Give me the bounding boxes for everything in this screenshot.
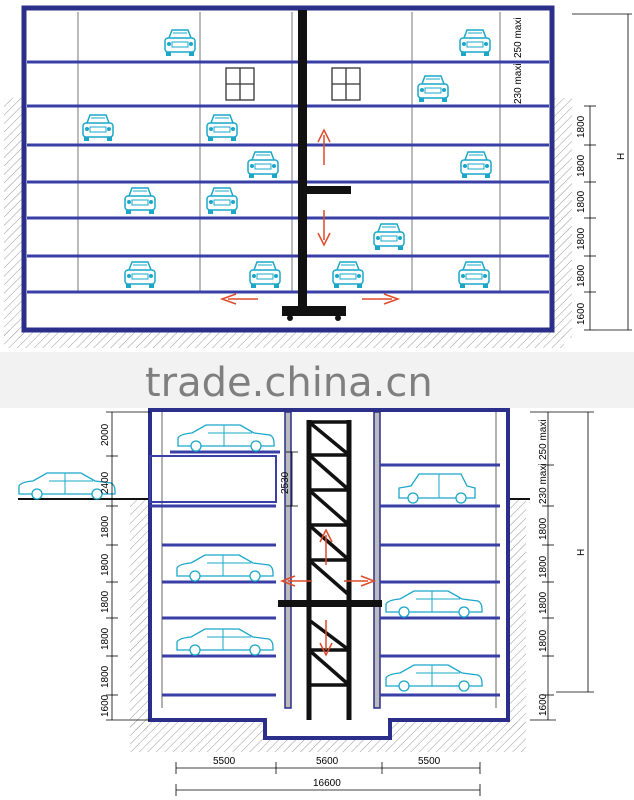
dim-label: 1800 [576,190,587,213]
top-ground-bottom [4,330,564,348]
dim-label: 1800 [538,629,549,652]
dim-label: 2400 [100,471,111,494]
top-lift-base [282,306,346,316]
top-right-dim-labels: 250 maxi 230 maxi 1800 1800 1800 1800 18… [513,17,627,325]
bottom-outer-wall [148,408,510,740]
watermark-text: trade.china.cn [145,360,433,406]
dim-label: 16600 [313,778,341,789]
dim-label: 1800 [576,154,587,177]
dim-label: 250 maxi [538,419,549,460]
dim-label: 2530 [280,471,291,494]
lift-carriage [278,600,382,607]
top-ground-left [4,98,24,338]
lift-shaft-left-wall [284,411,292,709]
dim-label: 1800 [538,555,549,578]
dim-label: 250 maxi [513,17,524,58]
dim-label: 5500 [418,756,441,767]
top-wall-ticks [32,60,50,294]
watermark-band [0,352,634,408]
top-windows [225,67,361,101]
bottom-ground-left [130,500,148,730]
dim-label: 2000 [100,423,111,446]
dim-label: 1800 [576,264,587,287]
lift-shaft-right-wall [373,411,381,709]
dim-label: 1800 [100,590,111,613]
top-lift-wheel [335,315,341,321]
top-column-lines [77,12,501,292]
top-arrows [219,128,401,305]
left-platforms [150,450,280,697]
dim-label: 1800 [576,227,587,250]
arrow-right-icon [362,293,401,305]
dim-label: 1800 [100,665,111,688]
dim-label: 5600 [316,756,339,767]
height-label: H [616,153,627,160]
lift-tower [306,420,352,720]
arrow-left-icon [279,575,312,587]
bottom-arrows [279,528,377,657]
top-floor-slabs [27,60,549,294]
dim-label: 230 maxi [513,63,524,104]
dim-label: 5500 [213,756,236,767]
left-dim-chain [106,411,150,721]
dim-label: 1600 [576,302,587,325]
arrow-down-icon [319,620,333,657]
dim-label: 1800 [100,515,111,538]
dim-label: 1600 [100,694,111,717]
dim-label: 1800 [538,591,549,614]
bottom-dim-chain [175,762,481,796]
dim-label: 1800 [100,553,111,576]
entrance-level [149,455,277,503]
dim-label: 230 maxi [538,463,549,504]
right-dim-chain [530,411,594,721]
bottom-ground-right [508,500,526,730]
arrow-down-icon [317,210,331,247]
top-lift-carriage [307,186,351,194]
top-ground-right [552,98,572,338]
arrow-left-icon [219,293,258,305]
dim-label: 1800 [576,115,587,138]
top-lift-wheel [287,315,293,321]
dim-label: 1800 [100,627,111,650]
bottom-horizontal-dim-labels: 5500 5600 5500 16600 [213,756,441,789]
top-lift-mast [298,10,307,312]
top-section [4,5,632,348]
bottom-section [18,408,594,796]
arrow-right-icon [344,575,377,587]
right-platforms [380,463,500,697]
bottom-left-dim-labels: 2000 2400 1800 1800 1800 1800 1800 1600 … [100,423,291,717]
arrow-up-icon [319,528,333,565]
arrow-up-icon [317,128,331,165]
dim-label: 1800 [538,517,549,540]
top-dim-chain [572,13,632,331]
mid-dim [286,451,298,507]
dim-label: 1600 [538,693,549,716]
height-label: H [576,549,587,556]
bottom-right-dim-labels: 250 maxi 230 maxi 1800 1800 1800 1800 16… [538,419,587,716]
